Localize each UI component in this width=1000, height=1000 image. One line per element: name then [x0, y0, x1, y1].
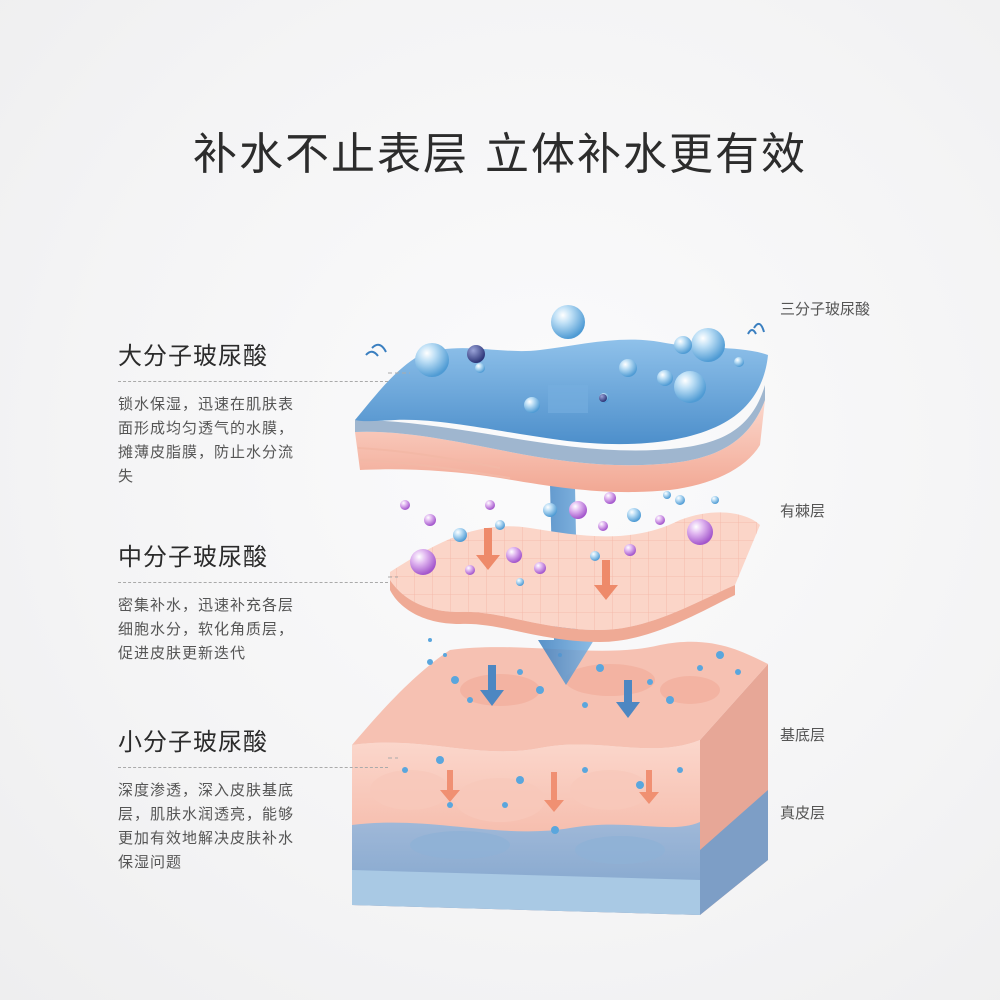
- block-heading: 中分子玻尿酸: [118, 543, 268, 571]
- divider: [118, 381, 388, 382]
- label-tri-molecule: 三分子玻尿酸: [780, 300, 871, 318]
- block-text: 深度渗透，深入皮肤基底层，肌肤水润透亮，能够更加有效地解决皮肤补水保湿问题: [118, 781, 295, 871]
- block-text: 密集补水，迅速补充各层细胞水分，软化角质层，促进皮肤更新迭代: [118, 596, 295, 662]
- middle-skin-layer: [390, 491, 760, 642]
- block-heading: 大分子玻尿酸: [118, 342, 268, 370]
- label-spinous-layer: 有棘层: [780, 502, 826, 520]
- bottom-skin-block: [352, 638, 768, 915]
- top-skin-layer: [355, 305, 768, 493]
- page-title: 补水不止表层 立体补水更有效: [193, 129, 807, 180]
- divider: [118, 767, 388, 768]
- divider: [118, 582, 388, 583]
- block-text: 锁水保湿，迅速在肌肤表面形成均匀透气的水膜，摊薄皮脂膜，防止水分流失: [118, 395, 295, 485]
- connector-lines: [388, 372, 410, 759]
- block-small-molecule: 小分子玻尿酸 深度渗透，深入皮肤基底层，肌肤水润透亮，能够更加有效地解决皮肤补水…: [118, 722, 408, 874]
- block-medium-molecule: 中分子玻尿酸 密集补水，迅速补充各层细胞水分，软化角质层，促进皮肤更新迭代: [118, 537, 408, 665]
- label-dermis-layer: 真皮层: [780, 804, 826, 822]
- block-heading: 小分子玻尿酸: [118, 728, 268, 756]
- block-large-molecule: 大分子玻尿酸 锁水保湿，迅速在肌肤表面形成均匀透气的水膜，摊薄皮脂膜，防止水分流…: [118, 336, 408, 488]
- label-basal-layer: 基底层: [780, 726, 826, 744]
